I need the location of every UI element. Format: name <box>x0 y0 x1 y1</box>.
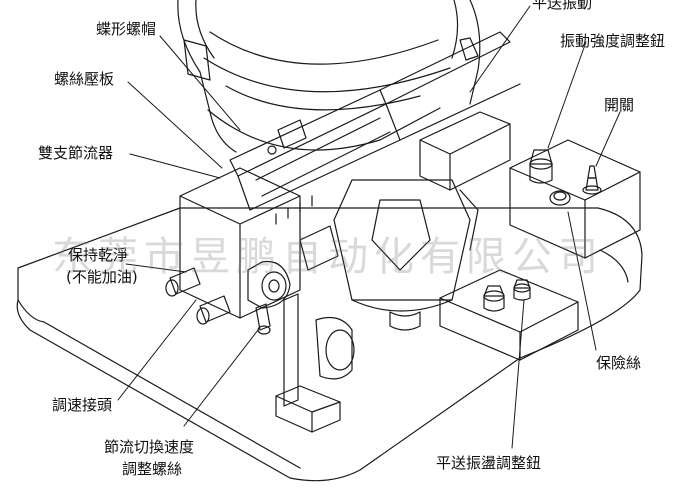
hopper-block <box>419 111 511 191</box>
watermark-text: 东莞市昱鹏自动化有限公司 <box>52 234 604 280</box>
label-speed-joint: 調速接頭 <box>52 396 113 414</box>
label-linear-knob: 平送振盪調整鈕 <box>436 454 542 472</box>
linear-control-box <box>439 269 579 361</box>
label-throttle-speed: 節流切換速度 <box>104 438 195 456</box>
leader-lines <box>117 5 621 449</box>
label-screw-plate: 螺絲壓板 <box>54 70 115 88</box>
bowl-stand <box>333 179 479 331</box>
label-dual-throttle: 雙支節流器 <box>38 144 114 162</box>
label-no-oil: (不能加油) <box>66 268 138 286</box>
support-post <box>275 225 355 433</box>
vibratory-bowl <box>177 0 481 153</box>
label-fuse: 保險絲 <box>596 354 642 372</box>
label-switch: 開關 <box>604 96 635 114</box>
label-keep-clean: 保持乾淨 <box>68 246 129 264</box>
label-intensity-knob: 振動強度調整鈕 <box>560 32 666 50</box>
label-butterfly-nut: 蝶形螺帽 <box>96 20 157 38</box>
label-adjust-screw: 調整螺絲 <box>122 460 183 478</box>
control-box <box>509 139 641 259</box>
label-linear-vibration: 平送振動 <box>532 0 593 12</box>
throttle-assembly <box>165 167 301 335</box>
linear-track <box>229 31 521 225</box>
